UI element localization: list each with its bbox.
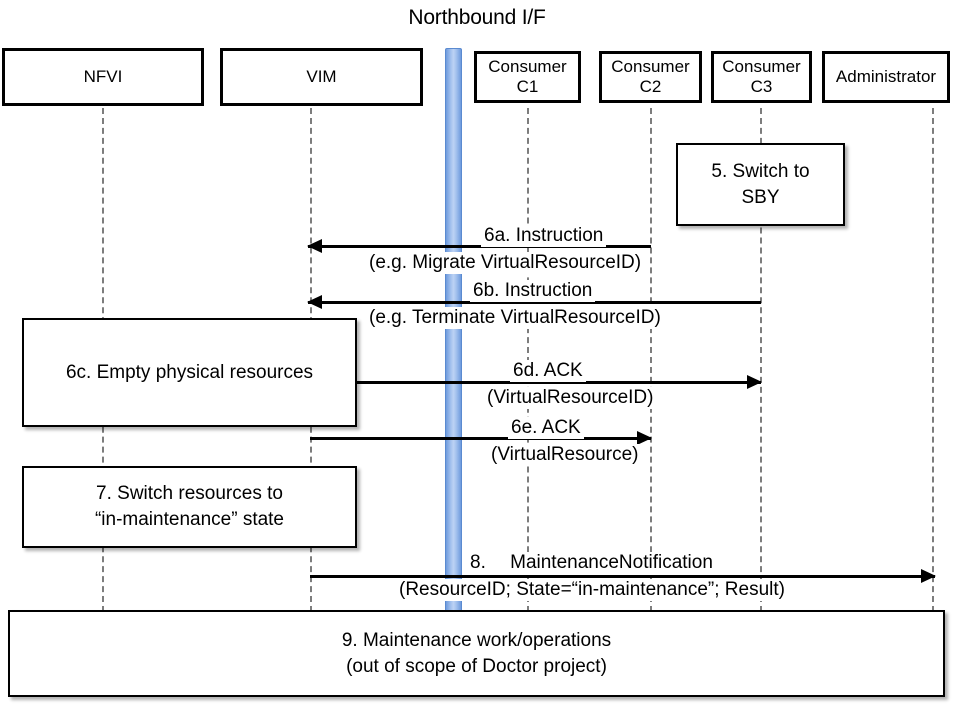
actor-label-nfvi: NFVI	[83, 67, 123, 87]
actor-box-nfvi[interactable]: NFVI	[2, 48, 204, 106]
message-label-6b-line1: 6b. Instruction	[470, 280, 596, 302]
arrow-6b-instruction	[307, 295, 761, 309]
lifeline-consumer-c3	[760, 108, 762, 612]
northbound-interface-bar	[445, 48, 462, 612]
message-label-8-line2: (ResourceID; State=“in-maintenance”; Res…	[396, 579, 788, 601]
arrow-6a-instruction	[307, 239, 651, 253]
message-label-6e-line1: 6e. ACK	[508, 417, 584, 439]
lifeline-consumer-c2	[650, 108, 652, 612]
actor-label-consumer-c2-line2: C2	[639, 77, 662, 96]
diagram-title: Northbound I/F	[408, 6, 546, 29]
actor-label-vim: VIM	[306, 67, 337, 87]
actor-label-consumer-c3-line2: C3	[750, 77, 773, 96]
actor-box-consumer-c2[interactable]: Consumer C2	[599, 51, 702, 103]
arrow-6d-head	[747, 375, 762, 389]
note-switch-resources-in-maintenance: 7. Switch resources to “in-maintenance” …	[22, 466, 357, 548]
message-label-6b-line2: (e.g. Terminate VirtualResourceID)	[366, 307, 664, 329]
note-switch-resources-line1: 7. Switch resources to	[96, 483, 283, 505]
message-label-6e-line2: (VirtualResource)	[488, 444, 642, 466]
arrow-6a-head	[307, 239, 322, 253]
note-maintenance-work-line2: (out of scope of Doctor project)	[346, 655, 607, 677]
actor-box-consumer-c3[interactable]: Consumer C3	[711, 51, 812, 103]
arrow-6b-shaft	[308, 301, 761, 304]
note-maintenance-work-line1: 9. Maintenance work/operations	[341, 629, 612, 651]
note-switch-to-sby-line2: SBY	[741, 186, 780, 208]
arrow-6d-shaft	[357, 381, 761, 384]
message-label-6d-line2: (VirtualResourceID)	[484, 387, 657, 409]
note-switch-to-sby-line1: 5. Switch to	[711, 160, 810, 182]
actor-label-administrator: Administrator	[835, 67, 937, 87]
actor-label-consumer-c3-line1: Consumer	[722, 57, 801, 77]
arrow-8-head	[921, 569, 936, 583]
message-label-6d-line1: 6d. ACK	[510, 360, 586, 382]
lifeline-administrator	[932, 108, 934, 612]
actor-box-consumer-c1[interactable]: Consumer C1	[474, 51, 581, 103]
note-empty-physical-resources: 6c. Empty physical resources	[22, 318, 357, 427]
note-maintenance-work-operations: 9. Maintenance work/operations (out of s…	[8, 610, 945, 697]
arrow-6e-head	[637, 431, 652, 445]
note-switch-resources-line2: “in-maintenance” state	[94, 509, 285, 530]
arrow-6d-ack	[357, 375, 762, 389]
actor-label-consumer-c2-line1: Consumer	[611, 57, 690, 77]
note-switch-to-sby: 5. Switch to SBY	[676, 143, 845, 226]
note-empty-physical-resources-label: 6c. Empty physical resources	[65, 361, 314, 383]
arrow-6e-shaft	[310, 437, 651, 440]
message-label-6a-line2: (e.g. Migrate VirtualResourceID)	[366, 252, 645, 274]
arrow-6b-head	[307, 295, 322, 309]
actor-label-consumer-c1-line1: Consumer	[488, 57, 567, 77]
message-label-6a-line1: 6a. Instruction	[481, 225, 607, 247]
arrow-6a-shaft	[308, 245, 651, 248]
arrow-8-maintenance-notification	[310, 569, 936, 583]
actor-box-vim[interactable]: VIM	[220, 48, 423, 106]
arrow-8-shaft	[310, 575, 935, 578]
arrow-6e-ack	[310, 431, 652, 445]
message-label-8-line1: 8. MaintenanceNotification	[467, 552, 716, 574]
actor-box-administrator[interactable]: Administrator	[822, 51, 950, 103]
actor-label-consumer-c1-line2: C1	[516, 77, 539, 96]
